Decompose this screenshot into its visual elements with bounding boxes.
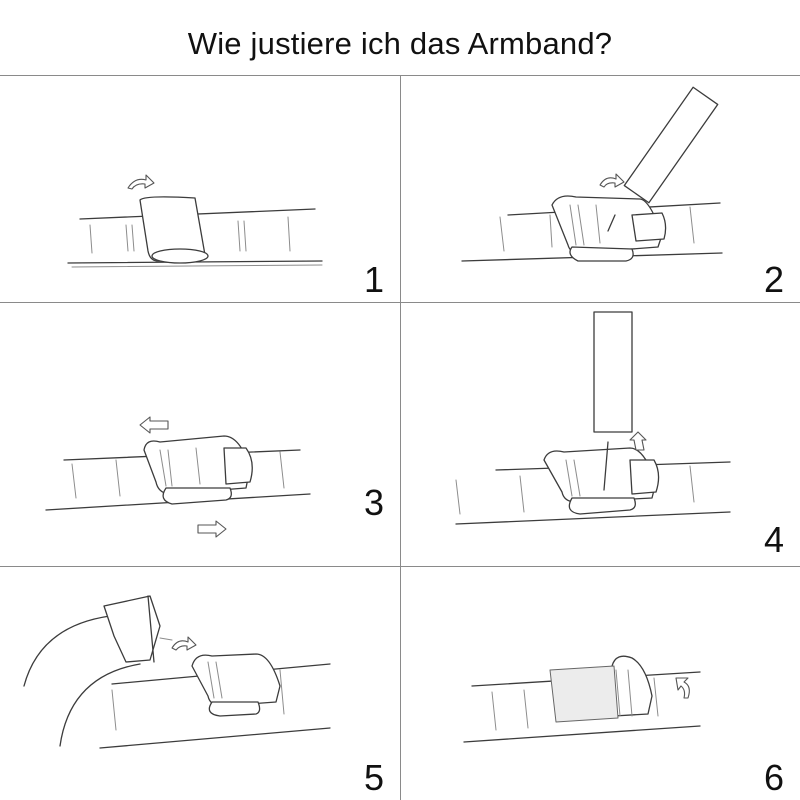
step-6-number: 6 [763,757,784,798]
step-5-illustration [23,595,331,749]
rotate-arrow-icon [599,173,625,188]
step-2-panel: 2 [400,75,800,302]
right-arrow-icon [197,520,227,538]
steps-grid: 1 2 [0,75,800,800]
step-4-number: 4 [763,519,784,560]
grid-divider-vertical [400,75,401,800]
step-5-number: 5 [363,757,384,798]
step-4-illustration [455,311,731,525]
left-arrow-icon [139,416,169,434]
step-1-illustration [67,174,323,268]
rotate-arrow-icon [127,174,155,190]
up-arrow-icon [629,431,647,451]
step-6-illustration [463,655,701,743]
step-3-illustration [45,416,311,538]
step-5-panel: 5 [0,566,400,800]
step-3-panel: 3 [0,302,400,538]
step-6-panel: 6 [400,566,800,800]
step-3-number: 3 [363,482,384,523]
instruction-title: Wie justiere ich das Armband? [187,26,613,61]
step-2-number: 2 [763,259,784,300]
rotate-arrow-icon [675,677,690,699]
step-1-number: 1 [363,259,384,300]
rotate-arrow-icon [171,636,197,651]
step-4-panel: 4 [400,302,800,566]
step-2-illustration [461,86,723,262]
step-1-panel: 1 [0,75,400,302]
